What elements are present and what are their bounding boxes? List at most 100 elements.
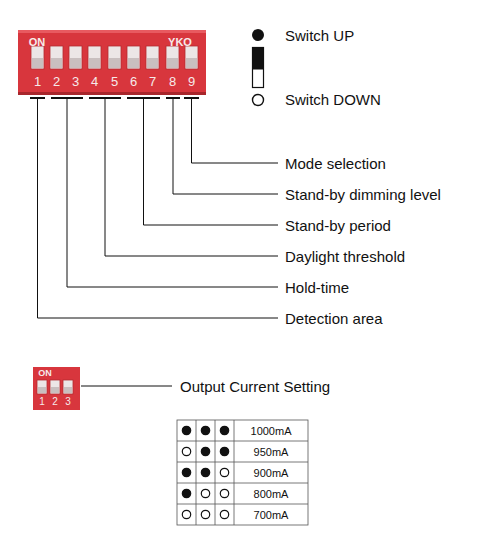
table-dot bbox=[201, 510, 209, 518]
small-dip-switch bbox=[51, 387, 59, 393]
function-label: Output Current Setting bbox=[180, 379, 330, 394]
table-dot bbox=[182, 447, 190, 455]
switch-text: YKO bbox=[168, 37, 192, 48]
dip-switch-body bbox=[18, 92, 206, 95]
function-label: Daylight threshold bbox=[285, 249, 405, 264]
table-grid bbox=[177, 504, 308, 505]
function-label: Stand-by period bbox=[285, 218, 391, 233]
function-label: Stand-by dimming level bbox=[285, 187, 441, 202]
switch-number: 1 bbox=[34, 75, 41, 88]
leader-line bbox=[173, 98, 278, 194]
table-cell: 1000mA bbox=[251, 425, 292, 436]
small-dip-switch bbox=[38, 387, 46, 393]
table-cell: 700mA bbox=[254, 509, 289, 520]
table-grid bbox=[196, 420, 197, 525]
dip-switch-slot bbox=[146, 46, 159, 69]
dip-switch-body bbox=[18, 30, 206, 95]
small-dip-switch bbox=[33, 367, 80, 410]
switch-number: 2 bbox=[52, 397, 58, 407]
switch-number: 8 bbox=[169, 75, 176, 88]
dip-switch-knob bbox=[70, 58, 81, 68]
switch-text: ON bbox=[29, 37, 46, 48]
table-grid bbox=[177, 420, 308, 525]
switch-number: 5 bbox=[111, 75, 118, 88]
table-dot bbox=[220, 489, 228, 497]
legend-symbol bbox=[253, 48, 264, 70]
leader-line bbox=[192, 98, 279, 163]
table-dot bbox=[201, 489, 209, 497]
table-dot bbox=[201, 426, 209, 434]
table-dot bbox=[220, 468, 228, 476]
dip-switch-slot bbox=[166, 46, 179, 69]
dip-switch-slot bbox=[31, 46, 44, 69]
dip-switch-body bbox=[18, 30, 206, 33]
table-dot bbox=[201, 468, 209, 476]
switch-number: 6 bbox=[130, 75, 137, 88]
switch-number: 3 bbox=[65, 397, 71, 407]
table-cell: 900mA bbox=[254, 467, 289, 478]
table-dot bbox=[220, 447, 228, 455]
table-dot bbox=[201, 447, 209, 455]
dip-switch-slot bbox=[127, 46, 140, 69]
dip-switch-knob bbox=[51, 58, 62, 68]
dip-switch-slot bbox=[31, 46, 198, 69]
leader-line bbox=[38, 98, 279, 386]
switch-number: 4 bbox=[91, 75, 98, 88]
table-grid bbox=[234, 420, 235, 525]
small-dip-switch bbox=[50, 380, 60, 394]
dip-switch-slot bbox=[108, 46, 121, 69]
switch-number: 1 bbox=[39, 397, 45, 407]
table-grid bbox=[177, 441, 308, 442]
dip-switch-knob bbox=[32, 58, 197, 68]
dip-switch-slot bbox=[50, 46, 63, 69]
dip-switch-knob bbox=[128, 58, 139, 68]
table-dot bbox=[220, 510, 228, 518]
table-dot bbox=[220, 426, 228, 434]
table-grid bbox=[177, 483, 308, 484]
table-cell: 800mA bbox=[254, 488, 289, 499]
legend-text: Switch UP bbox=[285, 28, 354, 43]
function-label: Detection area bbox=[285, 311, 383, 326]
switch-text: ON bbox=[38, 369, 52, 378]
dip-switch-knob bbox=[89, 58, 100, 68]
table-dot bbox=[182, 489, 190, 497]
function-label: Hold-time bbox=[285, 280, 349, 295]
leader-line bbox=[144, 98, 279, 225]
small-dip-switch bbox=[37, 380, 73, 394]
leader-line bbox=[81, 386, 172, 387]
small-dip-switch bbox=[64, 387, 72, 393]
dip-switch-knob bbox=[32, 58, 43, 68]
dip-switch-slot bbox=[69, 46, 82, 69]
switch-number: 2 bbox=[53, 75, 60, 88]
table-dot bbox=[182, 426, 228, 518]
small-dip-switch bbox=[38, 387, 72, 393]
dip-switch-body bbox=[18, 30, 206, 95]
legend-text: Switch DOWN bbox=[285, 92, 381, 107]
legend-symbol bbox=[253, 95, 264, 106]
table-grid bbox=[177, 462, 308, 463]
table-grid bbox=[177, 420, 308, 525]
legend-symbol bbox=[253, 48, 264, 88]
function-label: Mode selection bbox=[285, 156, 386, 171]
leader-line bbox=[38, 98, 279, 318]
dip-switch-slot bbox=[185, 46, 198, 69]
table-dot bbox=[182, 426, 190, 434]
dip-switch-knob bbox=[186, 58, 197, 68]
switch-number: 9 bbox=[188, 75, 195, 88]
small-dip-switch bbox=[33, 367, 80, 410]
legend-symbol bbox=[252, 29, 264, 41]
table-grid bbox=[215, 420, 216, 525]
switch-number: 7 bbox=[149, 75, 156, 88]
table-dot bbox=[182, 468, 190, 476]
small-dip-switch bbox=[37, 380, 47, 394]
legend-symbol bbox=[252, 29, 264, 106]
switch-number: 3 bbox=[72, 75, 79, 88]
dip-switch-knob bbox=[147, 58, 158, 68]
small-dip-switch bbox=[63, 380, 73, 394]
dip-switch-knob bbox=[167, 58, 178, 68]
leader-line bbox=[67, 98, 278, 287]
dip-switch-slot bbox=[88, 46, 101, 69]
group-bracket bbox=[30, 97, 199, 99]
dip-switch-knob bbox=[109, 58, 120, 68]
